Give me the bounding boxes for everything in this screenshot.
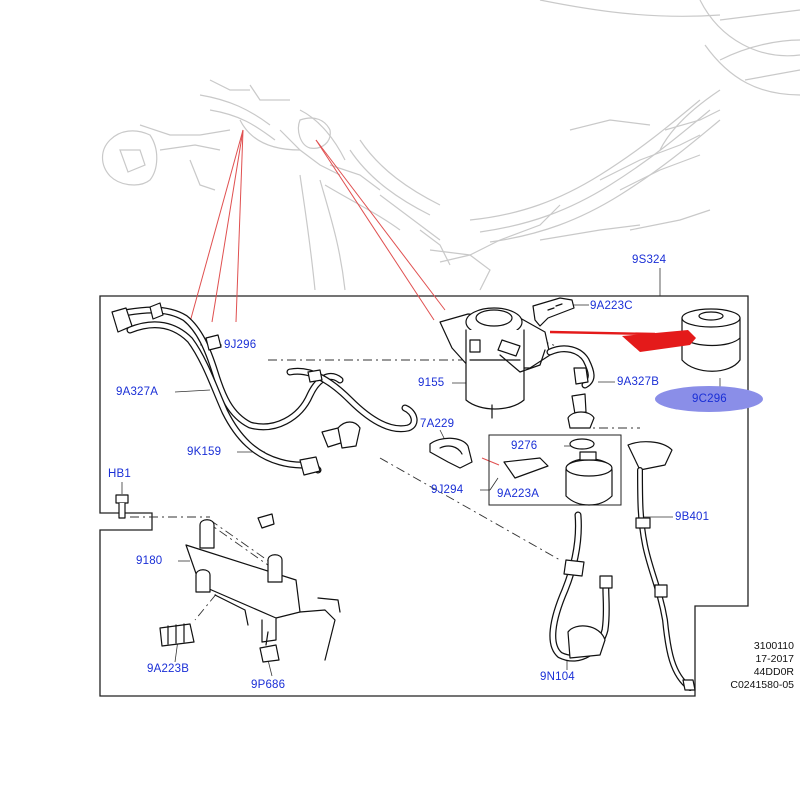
inset-box	[488, 434, 622, 506]
seal-9276	[569, 438, 595, 450]
filter-element-9C296	[681, 308, 741, 372]
label-9155[interactable]: 9155	[418, 377, 445, 389]
label-7A229[interactable]: 7A229	[420, 418, 455, 430]
leader-lines	[121, 268, 721, 677]
reference-line-1: 3100110	[753, 640, 794, 652]
hose-9N104	[549, 511, 613, 662]
label-9B401[interactable]: 9B401	[675, 511, 710, 523]
reference-code-block: 3100110 17-2017 44DD0R C0241580-05	[730, 640, 794, 692]
bracket-9180	[185, 513, 341, 661]
drain-plug	[571, 393, 587, 415]
label-9C296[interactable]: 9C296	[692, 393, 727, 405]
reference-line-4: C0241580-05	[730, 679, 794, 691]
clip-9A223B	[159, 623, 195, 647]
diagram-frame	[99, 295, 749, 697]
label-9276[interactable]: 9276	[511, 440, 538, 452]
reference-line-3: 44DD0R	[753, 666, 794, 678]
label-9180[interactable]: 9180	[136, 555, 163, 567]
label-9A223C[interactable]: 9A223C	[590, 300, 633, 312]
strap-7A229	[429, 437, 473, 469]
label-9K159[interactable]: 9K159	[187, 446, 222, 458]
label-9A327A[interactable]: 9A327A	[116, 386, 159, 398]
highlight-9C296	[655, 386, 763, 412]
label-9J296[interactable]: 9J296	[224, 339, 257, 351]
reference-line-2: 17-2017	[755, 653, 794, 665]
filter-housing-9155	[439, 307, 551, 419]
bolt-HB1	[115, 494, 129, 504]
label-HB1[interactable]: HB1	[108, 468, 131, 480]
connector-9P686	[259, 644, 280, 663]
label-9P686[interactable]: 9P686	[251, 679, 286, 691]
hose-9B401	[627, 441, 696, 691]
label-9J294[interactable]: 9J294	[431, 484, 464, 496]
label-9A223A[interactable]: 9A223A	[497, 488, 540, 500]
callout-lines	[189, 129, 500, 466]
label-9S324[interactable]: 9S324	[632, 254, 667, 266]
fuel-line-9J296	[111, 302, 418, 476]
clip-9J294	[503, 457, 549, 479]
label-9A223B[interactable]: 9A223B	[147, 663, 190, 675]
label-9N104[interactable]: 9N104	[540, 671, 575, 683]
arrow-to-9C296	[549, 330, 696, 352]
clip-9A223C	[532, 297, 575, 327]
label-9A327B[interactable]: 9A327B	[617, 376, 660, 388]
